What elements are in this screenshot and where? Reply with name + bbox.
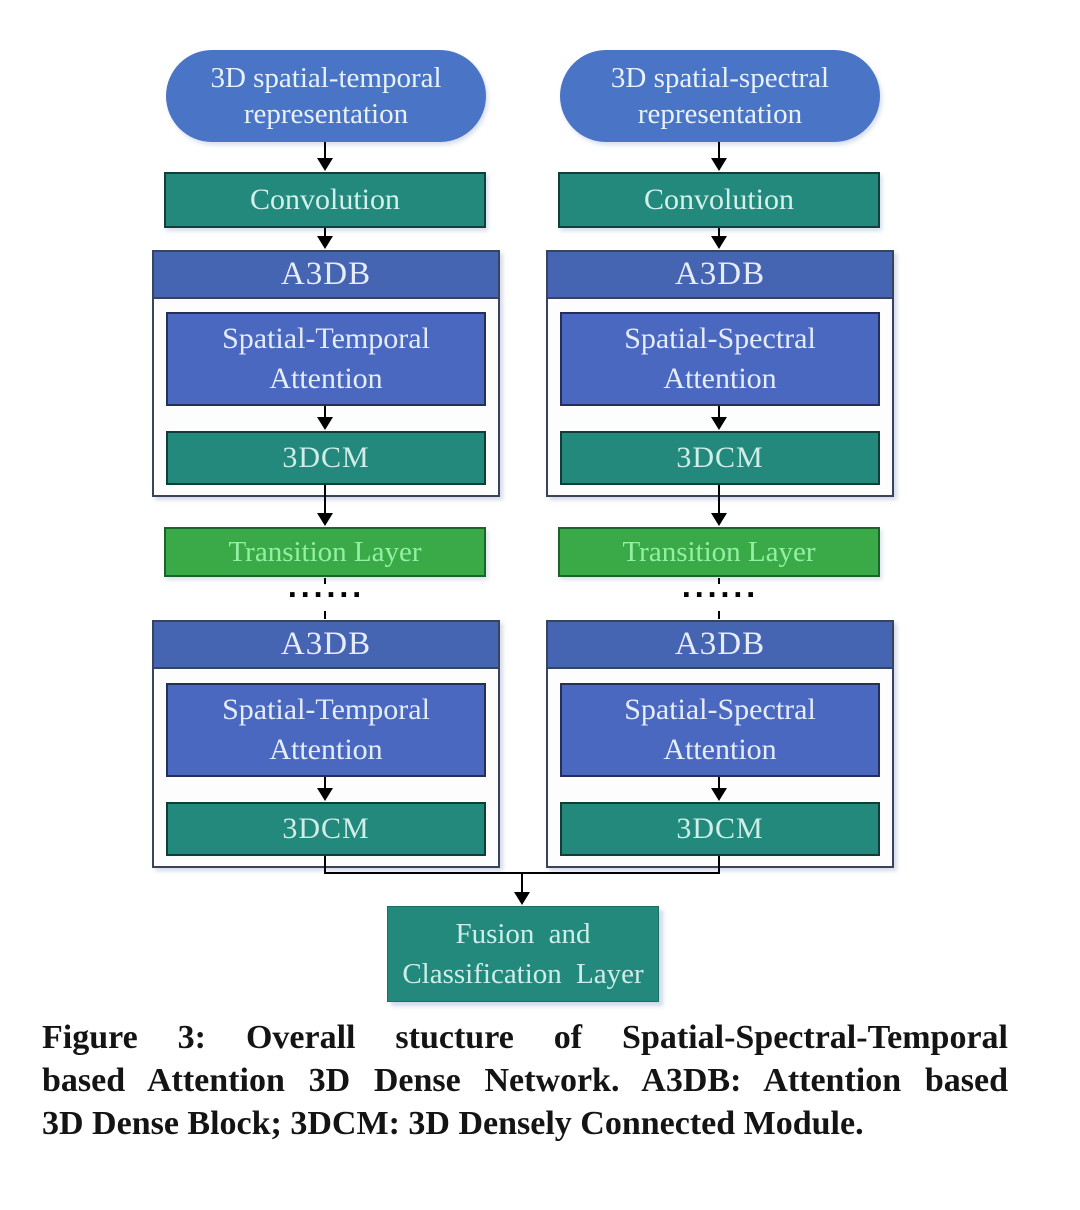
a3db-block-1-right-title: A3DB — [546, 250, 894, 299]
transition-layer-left: Transition Layer — [164, 527, 486, 577]
a3db-block-2-left-title: A3DB — [152, 620, 500, 669]
attention-box-1-right: Spatial-Spectral Attention — [560, 312, 880, 406]
transition-layer-right: Transition Layer — [558, 527, 880, 577]
convolution-box-left: Convolution — [164, 172, 486, 228]
attention-box-2-left: Spatial-Temporal Attention — [166, 683, 486, 777]
tick-above-a3db-right — [718, 611, 720, 619]
ellipsis-left: ...... — [287, 574, 365, 604]
a3db-block-1-left-title: A3DB — [152, 250, 500, 299]
arrow-a3db-to-transition-left — [317, 485, 333, 526]
3dcm-box-1-left: 3DCM — [166, 431, 486, 485]
arrow-attention-to-3dcm-1-left — [317, 406, 333, 430]
a3db-block-2-right-title: A3DB — [546, 620, 894, 669]
arrow-attention-to-3dcm-2-left — [317, 777, 333, 801]
3dcm-box-2-right: 3DCM — [560, 802, 880, 856]
caption-line-1: Figure 3: Overall stucture of Spatial-Sp… — [42, 1019, 1008, 1056]
fusion-classification-box: Fusion and Classification Layer — [387, 906, 659, 1002]
arrow-input-to-conv-right — [711, 142, 727, 171]
arrow-conv-to-a3db-right — [711, 228, 727, 249]
connector-drop-left — [324, 856, 326, 874]
caption-line-2: based Attention 3D Dense Network. A3DB: … — [42, 1062, 1008, 1099]
arrow-conv-to-a3db-left — [317, 228, 333, 249]
input-node-spatial-temporal: 3D spatial-temporal representation — [166, 50, 486, 142]
tick-above-a3db-left — [324, 611, 326, 619]
input-node-spatial-spectral: 3D spatial-spectral representation — [560, 50, 880, 142]
figure-caption: Figure 3: Overall stucture of Spatial-Sp… — [42, 1016, 1008, 1145]
arrow-attention-to-3dcm-1-right — [711, 406, 727, 430]
attention-box-2-right: Spatial-Spectral Attention — [560, 683, 880, 777]
arrow-merge-to-fusion — [514, 873, 530, 905]
3dcm-box-1-right: 3DCM — [560, 431, 880, 485]
tick-below-transition-right — [718, 578, 720, 584]
convolution-box-right: Convolution — [558, 172, 880, 228]
caption-line-3: 3D Dense Block; 3DCM: 3D Densely Connect… — [42, 1105, 864, 1142]
connector-drop-right — [718, 856, 720, 874]
3dcm-box-2-left: 3DCM — [166, 802, 486, 856]
arrow-input-to-conv-left — [317, 142, 333, 171]
arrow-a3db-to-transition-right — [711, 485, 727, 526]
arrow-attention-to-3dcm-2-right — [711, 777, 727, 801]
ellipsis-right: ...... — [681, 574, 759, 604]
tick-below-transition-left — [324, 578, 326, 584]
attention-box-1-left: Spatial-Temporal Attention — [166, 312, 486, 406]
